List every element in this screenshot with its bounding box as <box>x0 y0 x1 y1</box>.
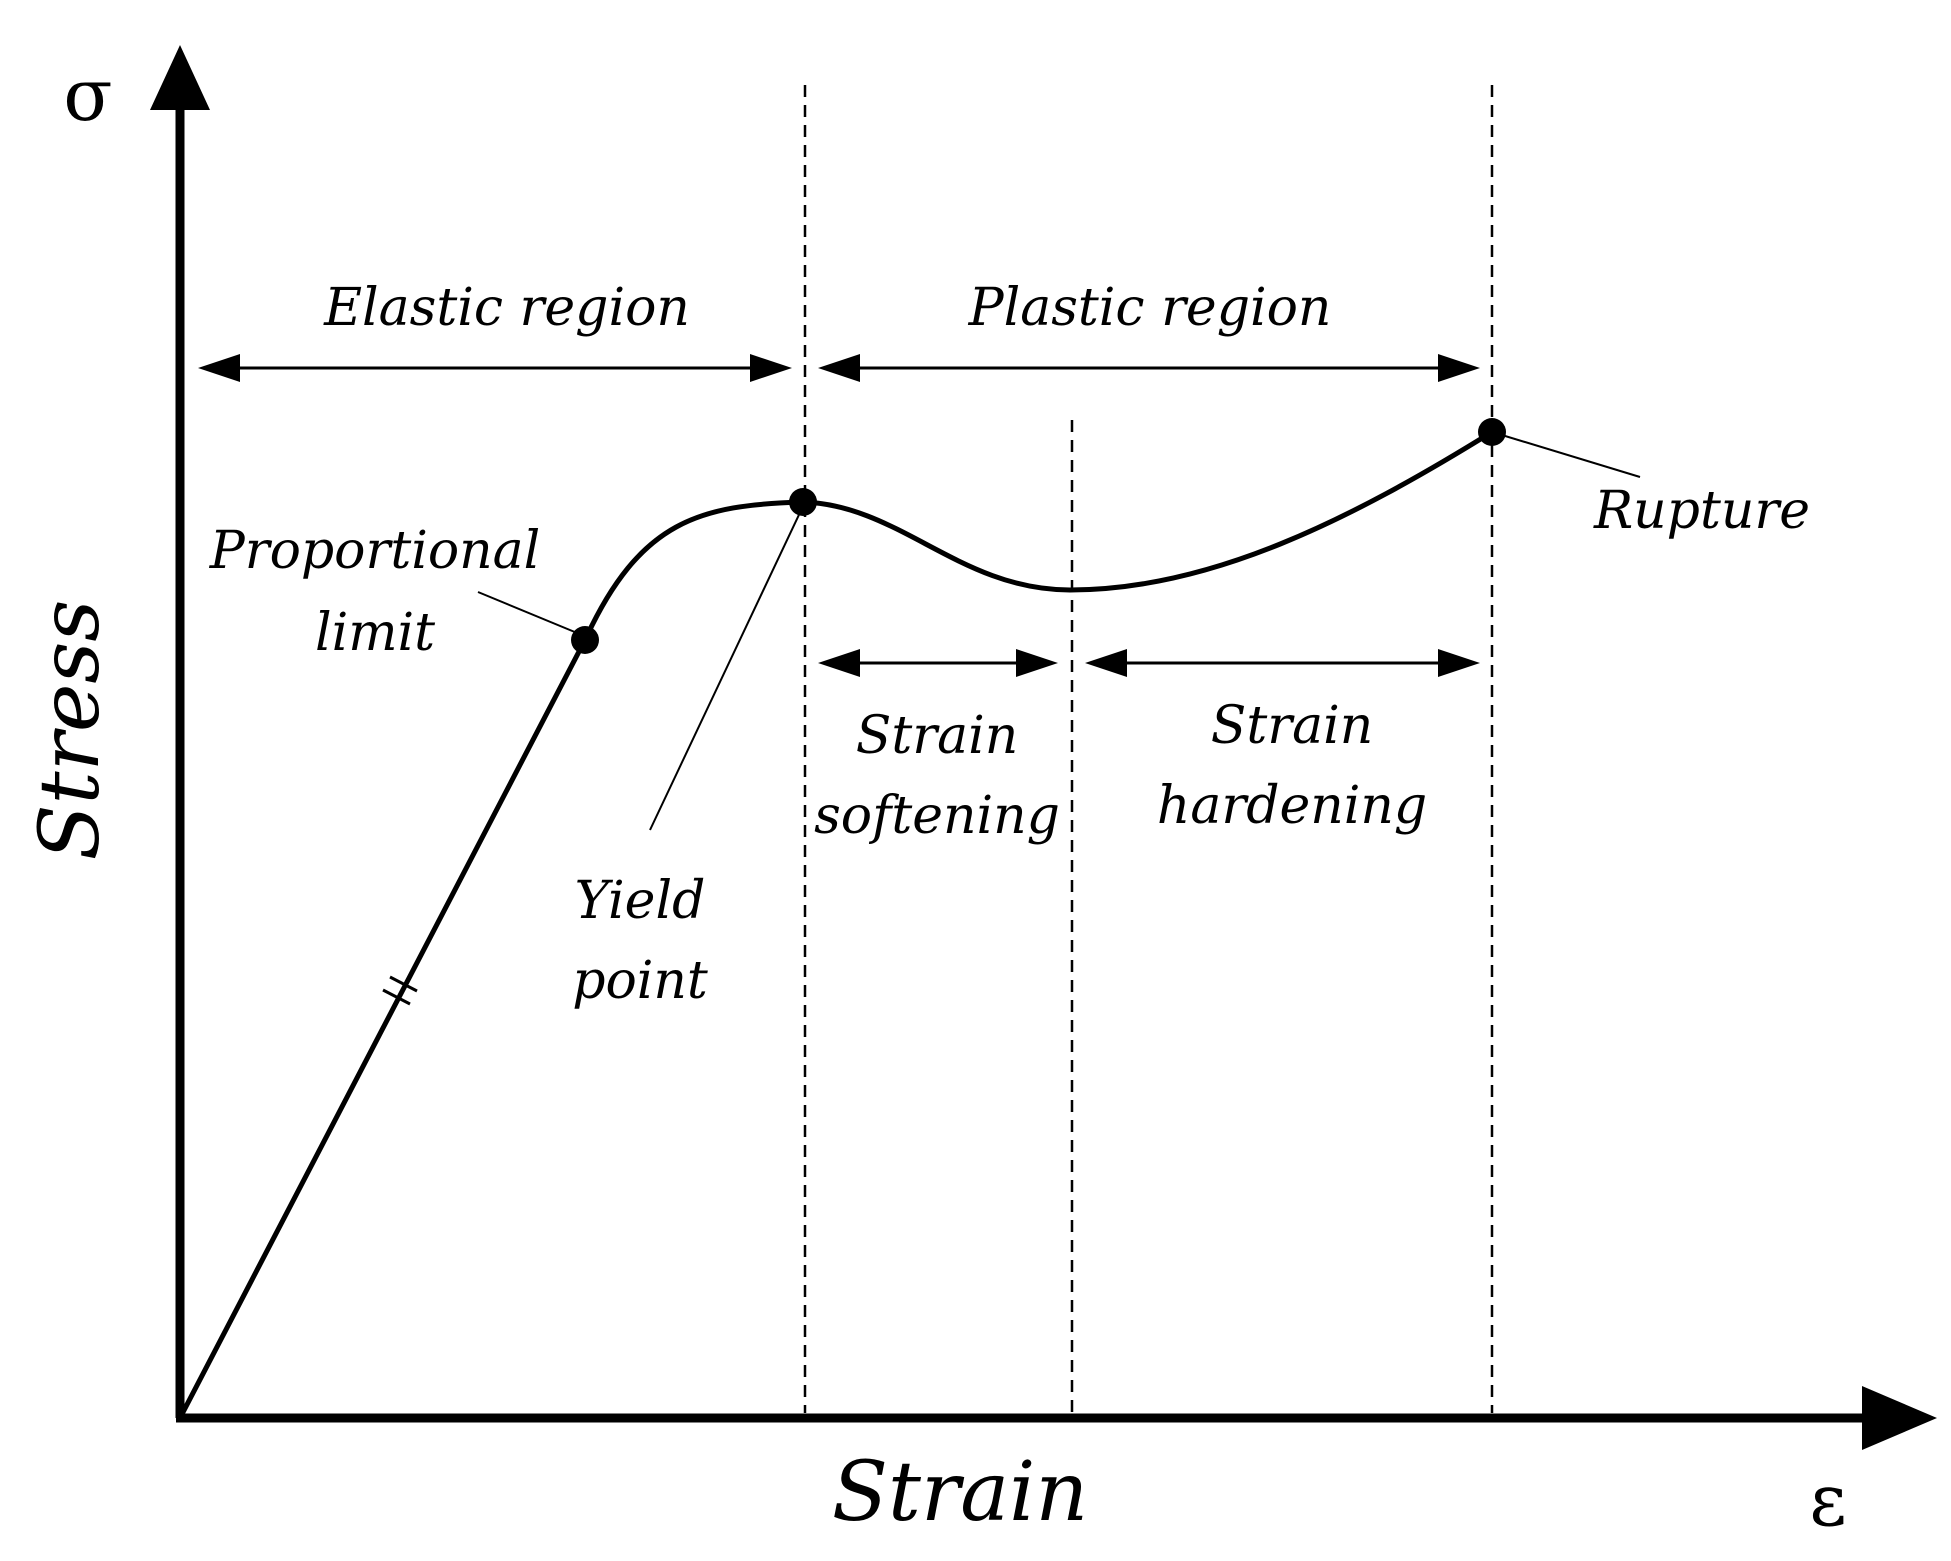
yield-point-label-line2: point <box>572 951 708 1011</box>
plastic-region-arrow <box>818 354 1480 382</box>
strain-hardening-label-line2: hardening <box>1157 776 1427 836</box>
rupture-point <box>1478 418 1506 446</box>
yield-point-label-line1: Yield <box>575 871 706 931</box>
proportional-limit-label-line1: Proportional <box>209 521 541 581</box>
leader-lines <box>477 431 1641 831</box>
y-axis-arrowhead <box>150 45 210 110</box>
y-axis-symbol: σ <box>63 53 112 137</box>
strain-hardening-label-line1: Strain <box>1211 696 1374 756</box>
x-axis-label: Strain <box>832 1445 1088 1540</box>
proportional-limit-leader <box>477 591 583 636</box>
curve-path <box>177 429 1494 1420</box>
elastic-region-arrow <box>198 354 792 382</box>
strain-softening-label-line1: Strain <box>856 706 1019 766</box>
proportional-limit-label-line2: limit <box>315 603 435 663</box>
break-mark <box>382 975 418 1006</box>
proportional-limit-point <box>571 626 599 654</box>
yield-point-leader <box>649 501 806 831</box>
x-axis-arrowhead <box>1862 1386 1937 1450</box>
axes <box>150 45 1937 1450</box>
key-points <box>571 418 1506 654</box>
softening-arrow <box>818 649 1058 677</box>
y-axis-label: Stress <box>23 599 118 860</box>
boundary-lines <box>803 85 1494 1413</box>
elastic-region-label: Elastic region <box>323 278 690 338</box>
hardening-arrow <box>1085 649 1480 677</box>
strain-softening-label-line2: softening <box>814 786 1060 846</box>
region-arrows <box>198 354 1480 677</box>
x-axis-symbol: ε <box>1809 1458 1846 1542</box>
rupture-label: Rupture <box>1593 481 1810 541</box>
rupture-leader <box>1491 431 1641 478</box>
plastic-region-label: Plastic region <box>968 278 1332 338</box>
stress-strain-curve <box>177 429 1494 1420</box>
yield-point-marker <box>789 488 817 516</box>
